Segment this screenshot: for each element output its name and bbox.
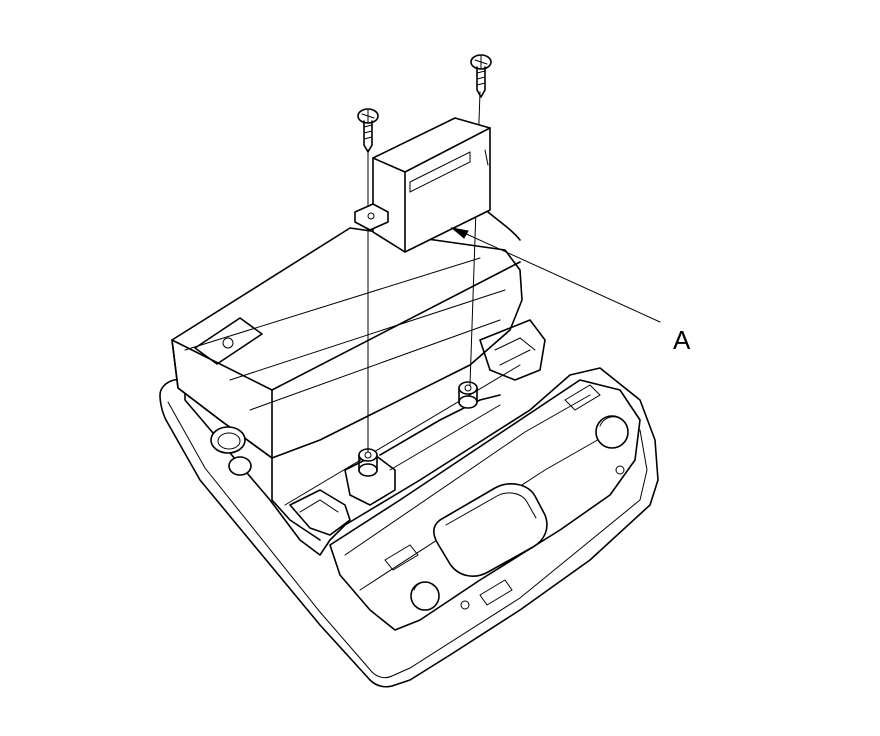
overhead-console-housing	[171, 227, 523, 541]
callout-leader-line	[461, 231, 661, 323]
mounting-boss-right	[458, 381, 478, 409]
callout-label: A	[673, 325, 691, 355]
front-lamp-panel	[329, 379, 641, 631]
housing-internal-ribs	[289, 319, 546, 536]
console-base-tray	[159, 367, 659, 688]
control-unit	[354, 117, 521, 253]
mounting-boss-left	[358, 448, 378, 477]
callout-a: A	[450, 227, 691, 355]
callout-arrow-head	[450, 227, 469, 239]
screw-left	[357, 108, 379, 153]
screw-right	[470, 54, 492, 98]
